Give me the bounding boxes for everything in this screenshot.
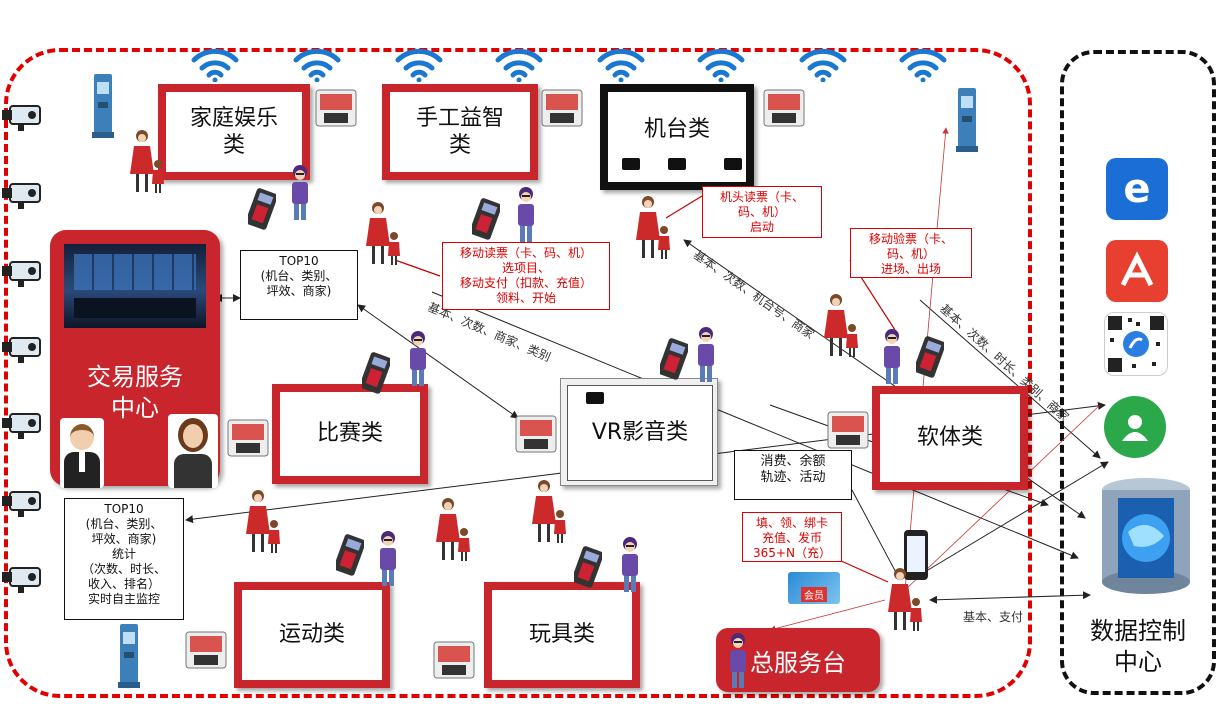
category-label: 运动类 (242, 590, 382, 680)
category-label: 玩具类 (492, 590, 632, 680)
line-red-card (769, 599, 886, 632)
kiosk-icon (92, 74, 114, 138)
self-service-screen-icon (185, 631, 227, 669)
card-ops-box: 填、领、绑卡 充值、发币 365+N（充） (742, 512, 842, 562)
machine-unit-icon (724, 158, 742, 170)
self-service-screen-icon (763, 89, 805, 127)
pos-terminal-icon (362, 351, 390, 394)
line-top10-vr (357, 304, 519, 419)
member-card-label: 会员 (801, 587, 827, 602)
self-service-screen-icon (227, 419, 269, 457)
category-handcraft: 手工益智 类 (382, 84, 538, 180)
self-service-screen-icon (433, 641, 475, 679)
category-label: 软体类 (880, 394, 1020, 482)
customer-family-icon (532, 480, 566, 543)
pos-terminal-icon (660, 337, 688, 380)
wifi-icon (696, 42, 746, 82)
staff-member-icon (518, 187, 534, 242)
mobile-phone-icon (904, 530, 928, 580)
customer-family-icon (130, 130, 164, 193)
customer-family-icon (436, 498, 470, 561)
self-service-screen-icon (315, 89, 357, 127)
front-desk-label: 总服务台 (750, 648, 846, 677)
consume-box: 消费、余额 轨迹、活动 (734, 450, 852, 500)
camera-icon (1, 567, 41, 594)
self-service-screen-icon (515, 415, 557, 453)
wifi-icon (798, 42, 848, 82)
staff-avatar-male (60, 418, 104, 488)
wifi-icon (292, 42, 342, 82)
category-toy: 玩具类 (484, 582, 640, 688)
staff-member-icon (884, 329, 900, 384)
camera-icon (1, 261, 41, 288)
line-red-callout1 (394, 259, 441, 277)
category-competition: 比赛类 (272, 384, 428, 484)
line-red-app (904, 404, 1101, 591)
camera-icon (1, 183, 41, 210)
category-machine: 机台类 (600, 84, 754, 190)
machine-unit-icon (622, 158, 640, 170)
camera-icon (1, 337, 41, 364)
staff-member-icon (730, 633, 746, 688)
pos-terminal-icon (336, 533, 364, 576)
kiosk-icon (118, 624, 140, 688)
machine-read-box: 机头读票（卡、 码、机） 启动 (702, 186, 822, 238)
staff-member-icon (698, 327, 714, 382)
wifi-icon (394, 42, 444, 82)
wifi-icon (898, 42, 948, 82)
member-card: 会员 (788, 572, 840, 604)
customer-family-icon (824, 294, 858, 357)
contacts-app-icon (1104, 396, 1166, 458)
camera-icon (1, 491, 41, 518)
self-service-screen-icon (827, 411, 869, 449)
category-home-entertainment: 家庭娱乐 类 (158, 84, 310, 180)
customer-family-icon (888, 568, 922, 631)
database-server-icon (1098, 476, 1194, 596)
mobile-check-box: 移动验票（卡、 码、机） 进场、出场 (850, 228, 972, 278)
category-vr: VR影音类 (560, 378, 718, 486)
staff-member-icon (622, 537, 638, 592)
staff-avatar-female (168, 414, 218, 488)
category-label: 比赛类 (280, 392, 420, 476)
browser-app-icon: e (1106, 158, 1168, 220)
category-label: 家庭娱乐 类 (166, 92, 302, 172)
customer-family-icon (636, 196, 670, 259)
wifi-icon (596, 42, 646, 82)
line-phone-app (927, 461, 1109, 571)
line-label-l4: 基本、支付 (963, 610, 1024, 624)
staff-member-icon (380, 531, 396, 586)
line-red-callout2 (665, 195, 703, 219)
staff-member-icon (292, 165, 308, 220)
mobile-read-box: 移动读票（卡、码、机） 选项目、 移动支付（扣款、充值） 领料、开始 (442, 242, 610, 310)
mini-program-qr-icon (1104, 312, 1168, 376)
pos-terminal-icon (916, 335, 944, 378)
wifi-icon (190, 42, 240, 82)
category-sport: 运动类 (234, 582, 390, 688)
line-l4 (929, 591, 1091, 604)
monitor-wall-image (64, 244, 206, 328)
category-software: 软体类 (872, 386, 1028, 490)
camera-icon (1, 105, 41, 132)
camera-icon (1, 413, 41, 440)
line-consume-person (851, 489, 901, 581)
wifi-icon (494, 42, 544, 82)
kiosk-icon (956, 88, 978, 152)
top10-box: TOP10 (机台、类别、 坪效、商家) (240, 250, 358, 320)
pos-terminal-icon (248, 187, 276, 230)
vr-unit-icon (586, 392, 604, 404)
machine-unit-icon (668, 158, 686, 170)
category-label: 手工益智 类 (390, 92, 530, 172)
self-service-screen-icon (541, 89, 583, 127)
pdf-app-icon (1106, 240, 1168, 302)
pos-terminal-icon (472, 197, 500, 240)
pos-terminal-icon (574, 545, 602, 588)
customer-family-icon (246, 490, 280, 553)
data-control-label: 数据控制 中心 (1090, 617, 1186, 677)
staff-member-icon (410, 331, 426, 386)
customer-family-icon (366, 202, 400, 265)
top10-stats-box: TOP10 (机台、类别、 坪效、商家) 统计 （次数、时长、 收入、排名） 实… (64, 498, 184, 620)
transaction-center-label: 交易服务 中心 (87, 363, 183, 423)
